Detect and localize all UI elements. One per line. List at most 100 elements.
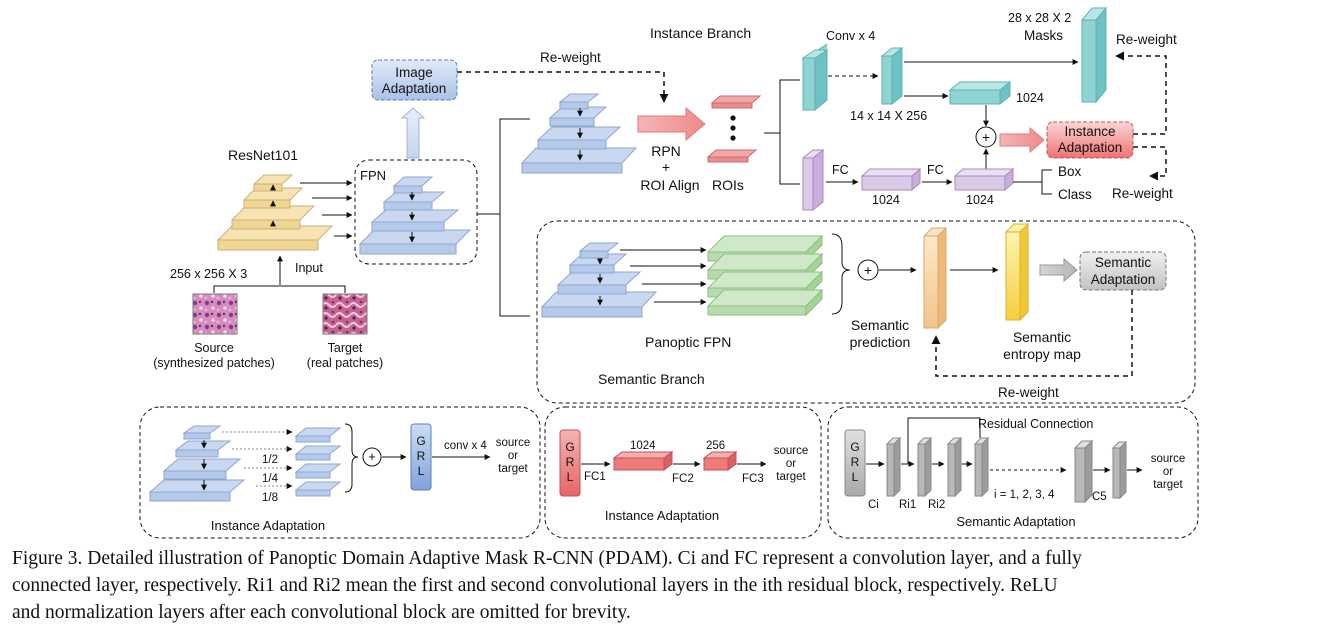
instance-adaptation-label-2: Adaptation (1058, 140, 1123, 155)
instance-branch-title: Instance Branch (650, 25, 751, 41)
target-label: Target (328, 341, 363, 355)
ia-or-label: or (508, 450, 518, 462)
sa-residual-label: Residual Connection (978, 417, 1093, 431)
ia-grl-block (410, 423, 432, 491)
resnet-layer-1-side (253, 183, 283, 192)
target-patch-image (322, 293, 368, 335)
ia-grl-g: G (416, 434, 425, 448)
rpn-label: RPN (651, 143, 681, 159)
fpn-layer-1 (392, 176, 434, 187)
svg-text:+: + (864, 262, 872, 278)
sum-node-semantic (857, 259, 879, 281)
source-patch-image (192, 293, 238, 335)
sa-c5-block (1074, 447, 1086, 503)
reweight-arrow-class (1133, 146, 1167, 181)
ia-target-label: target (498, 463, 528, 475)
sa-ri2-label: Ri2 (928, 499, 945, 511)
fpn-block: FPN (354, 159, 478, 265)
figure-caption: Figure 3. Detailed illustration of Panop… (12, 545, 1332, 626)
input-label: Input (295, 261, 323, 275)
semantic-branch-title: Semantic Branch (598, 371, 705, 387)
ib-grl-g: G (565, 440, 574, 454)
instance-adaptation-box (1046, 121, 1134, 159)
fc-1024-a (861, 175, 913, 191)
ib-fc-1024 (613, 457, 665, 471)
reweight-arrow-masks (1115, 51, 1167, 135)
ib-source-label: source (774, 445, 809, 457)
fc-b-label: FC (927, 163, 944, 177)
ib-fc1-label: FC1 (584, 471, 606, 483)
fc-a-label: FC (832, 163, 849, 177)
source-label: Source (194, 341, 234, 355)
rois-label: ROIs (712, 177, 744, 193)
box-label: Box (1058, 164, 1082, 179)
instance-adaptation-panel-b: G R L FC1 1024 FC2 256 FC3 source or tar… (544, 406, 822, 539)
ia-eighth-label: 1/8 (262, 492, 278, 504)
semantic-branch-dashed-box (536, 220, 1196, 404)
reweight-arrow-top (457, 71, 669, 103)
ib-grl-r: R (566, 455, 575, 469)
ib-fc-256 (703, 457, 729, 471)
fpn-label: FPN (360, 168, 386, 183)
up-arrow (400, 107, 426, 159)
ia-source-label: source (496, 437, 531, 449)
ib-or-label: or (786, 458, 796, 470)
resnet-layer-1 (252, 174, 294, 185)
conv-block-2 (881, 55, 893, 105)
ib-grl-block (559, 429, 581, 497)
sa-ci-block (886, 443, 895, 497)
semantic-prediction-label-2: prediction (850, 334, 911, 350)
resnet-layer-2-side (243, 199, 291, 209)
panoptic-green-3 (706, 271, 824, 289)
fpn-layer-4 (358, 229, 472, 245)
ia-conv-label: conv x 4 (444, 440, 487, 452)
fpn-layer-3 (370, 209, 460, 223)
fc-1024-b (954, 175, 1006, 191)
roi-align-label: ROI Align (640, 177, 699, 193)
reweight-class-label: Re-weight (1112, 186, 1173, 201)
roi-2 (706, 149, 758, 158)
sa-grl-l: L (852, 470, 859, 484)
sa-title: Semantic Adaptation (956, 514, 1075, 529)
fpn-dashed-box (354, 159, 478, 265)
sa-iteration-label: i = 1, 2, 3, 4 (994, 489, 1055, 501)
panoptic-green-4 (706, 289, 824, 307)
instance-adaptation-panel-a: 1/2 1/4 1/8 + G R L conv x 4 source or t… (139, 406, 541, 539)
sa-ci-label: Ci (868, 499, 879, 511)
ib-target-label: target (776, 471, 806, 483)
sa-or-label: or (1163, 466, 1173, 478)
ib-fc3-label: FC3 (742, 473, 764, 485)
resnet101-backbone: ResNet101 256 x 256 X 3 Input Source (sy… (153, 147, 383, 370)
reweight-top-label: Re-weight (540, 50, 601, 65)
instance-adapt-arrow (999, 126, 1045, 154)
image-adaptation-block: Image Adaptation Re-weight (371, 50, 669, 159)
svg-text:+: + (982, 129, 990, 145)
semantic-entropy-block (1005, 231, 1021, 321)
panoptic-green-2 (706, 253, 824, 271)
ia-sum-node (362, 447, 382, 467)
image-adaptation-label-2: Adaptation (382, 81, 447, 96)
image-adaptation-label-1: Image (395, 65, 433, 80)
mask-size-label: 28 x 28 X 2 (1008, 11, 1071, 25)
sa-final-block (1112, 447, 1121, 499)
fc-block-1 (802, 157, 814, 211)
semantic-prediction-label-1: Semantic (851, 317, 909, 333)
rpn-plus: + (662, 159, 670, 175)
ia-half-label: 1/2 (262, 454, 278, 466)
conv4-label: Conv x 4 (826, 29, 875, 43)
resnet-layer-3-side (231, 219, 301, 230)
fc1024-b-label: 1024 (966, 193, 994, 207)
ia-grl-l: L (418, 464, 425, 478)
semantic-adapt-arrow (1039, 257, 1078, 283)
reweight-arrow-semantic (931, 290, 1133, 377)
pdam-diagram: ResNet101 256 x 256 X 3 Input Source (sy… (139, 6, 1199, 539)
class-label: Class (1058, 187, 1092, 202)
ib-1024-label: 1024 (630, 440, 656, 452)
ia-quarter-label: 1/4 (262, 473, 279, 485)
fc1024-a-label: 1024 (872, 193, 900, 207)
rpn-arrow (637, 106, 706, 142)
masks-block (1081, 19, 1097, 103)
instance-adaptation-label-1: Instance (1064, 124, 1115, 139)
ib-fc2-label: FC2 (672, 473, 694, 485)
ia-title: Instance Adaptation (211, 518, 325, 533)
